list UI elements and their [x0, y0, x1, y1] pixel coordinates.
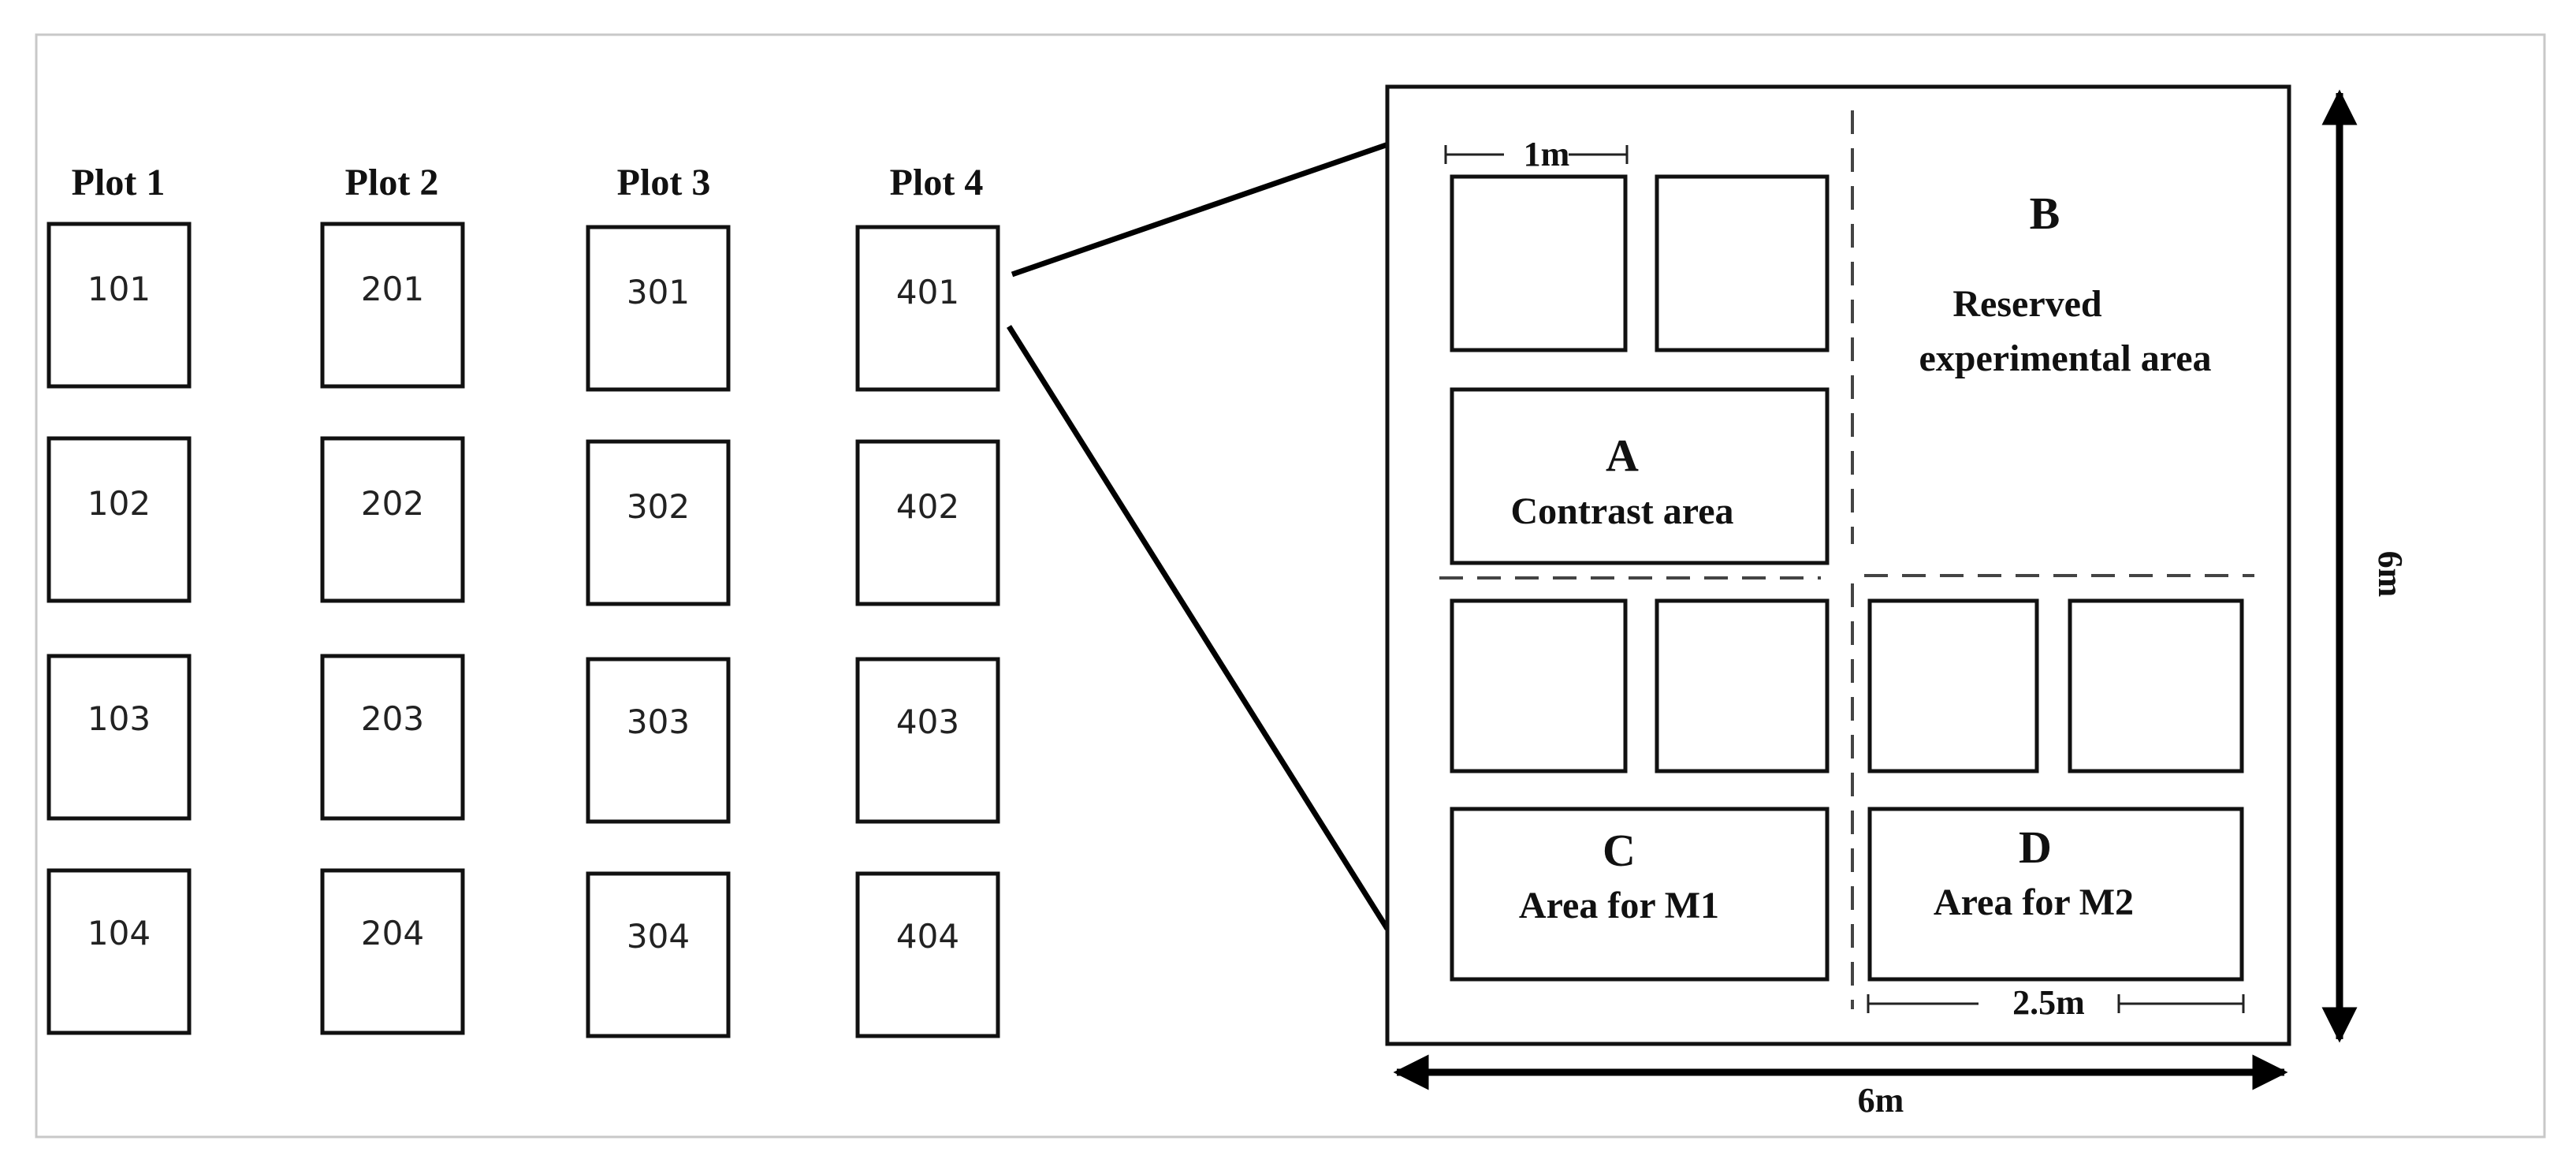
subplot-square: [1655, 598, 1830, 773]
plot-number: 403: [896, 703, 959, 741]
subplot-square: [1655, 174, 1830, 352]
plot-header: Plot 2: [345, 162, 439, 203]
area-a-box: [1450, 387, 1830, 565]
width-label: 6m: [1858, 1081, 1904, 1120]
area-c-label: Area for M1: [1519, 885, 1719, 926]
plot-box: [47, 654, 192, 821]
figure-frame: [35, 33, 2546, 1139]
plot-number: 402: [896, 487, 959, 526]
plot-number: 301: [627, 273, 690, 311]
plot-box: [47, 222, 192, 389]
plot-number: 201: [361, 270, 424, 308]
area-a-label: Contrast area: [1510, 490, 1733, 532]
plot-box: [47, 868, 192, 1035]
plot-number: 404: [896, 917, 959, 956]
area-d-letter: D: [2019, 822, 2052, 873]
plot-number: 101: [87, 270, 151, 308]
plot-box: [586, 657, 731, 824]
plot-number: 203: [361, 699, 424, 738]
plot-header: Plot 4: [890, 162, 984, 203]
subplot-square: [1450, 174, 1628, 352]
plot-box: [320, 868, 465, 1035]
plot-box: [855, 657, 1000, 824]
area-d-box: [1867, 807, 2244, 982]
plot-box: [586, 439, 731, 606]
plot-number: 303: [627, 703, 690, 741]
plot-number: 401: [896, 273, 959, 311]
plot-header: Plot 1: [72, 162, 166, 203]
area-c-letter: C: [1603, 825, 1636, 876]
plot-number: 102: [87, 484, 151, 523]
area-c-box: [1450, 807, 1830, 982]
plot-box: [47, 436, 192, 603]
area-a-letter: A: [1606, 430, 1639, 481]
plot-number: 202: [361, 484, 424, 523]
plot-box: [320, 436, 465, 603]
plot-box: [586, 225, 731, 392]
plot-box: [586, 871, 731, 1038]
zoom-connector-line: [1011, 140, 1392, 278]
subplot-square: [1450, 598, 1628, 773]
height-label: 6m: [2371, 551, 2410, 598]
plot-number: 204: [361, 914, 424, 952]
plot-box: [320, 222, 465, 389]
area-b-letter: B: [2030, 188, 2060, 239]
subplot-square: [1867, 598, 2039, 773]
plot-number: 304: [627, 917, 690, 956]
subplot-square: [2068, 598, 2244, 773]
plot-number: 103: [87, 699, 151, 738]
plot-header: Plot 3: [617, 162, 711, 203]
area-width-label: 2.5m: [2012, 983, 2085, 1022]
plot-box: [855, 871, 1000, 1038]
area-b-label-line1: Reserved: [1952, 283, 2102, 325]
plot-number: 104: [87, 914, 151, 952]
area-b-label-line2: experimental area: [1919, 337, 2212, 379]
subplot-size-label: 1m: [1524, 135, 1570, 173]
plot-box: [855, 225, 1000, 392]
plot-box: [320, 654, 465, 821]
area-d-label: Area for M2: [1934, 881, 2134, 923]
zoom-connector-line: [1007, 325, 1390, 930]
plot-number: 302: [627, 487, 690, 526]
plot-box: [855, 439, 1000, 606]
